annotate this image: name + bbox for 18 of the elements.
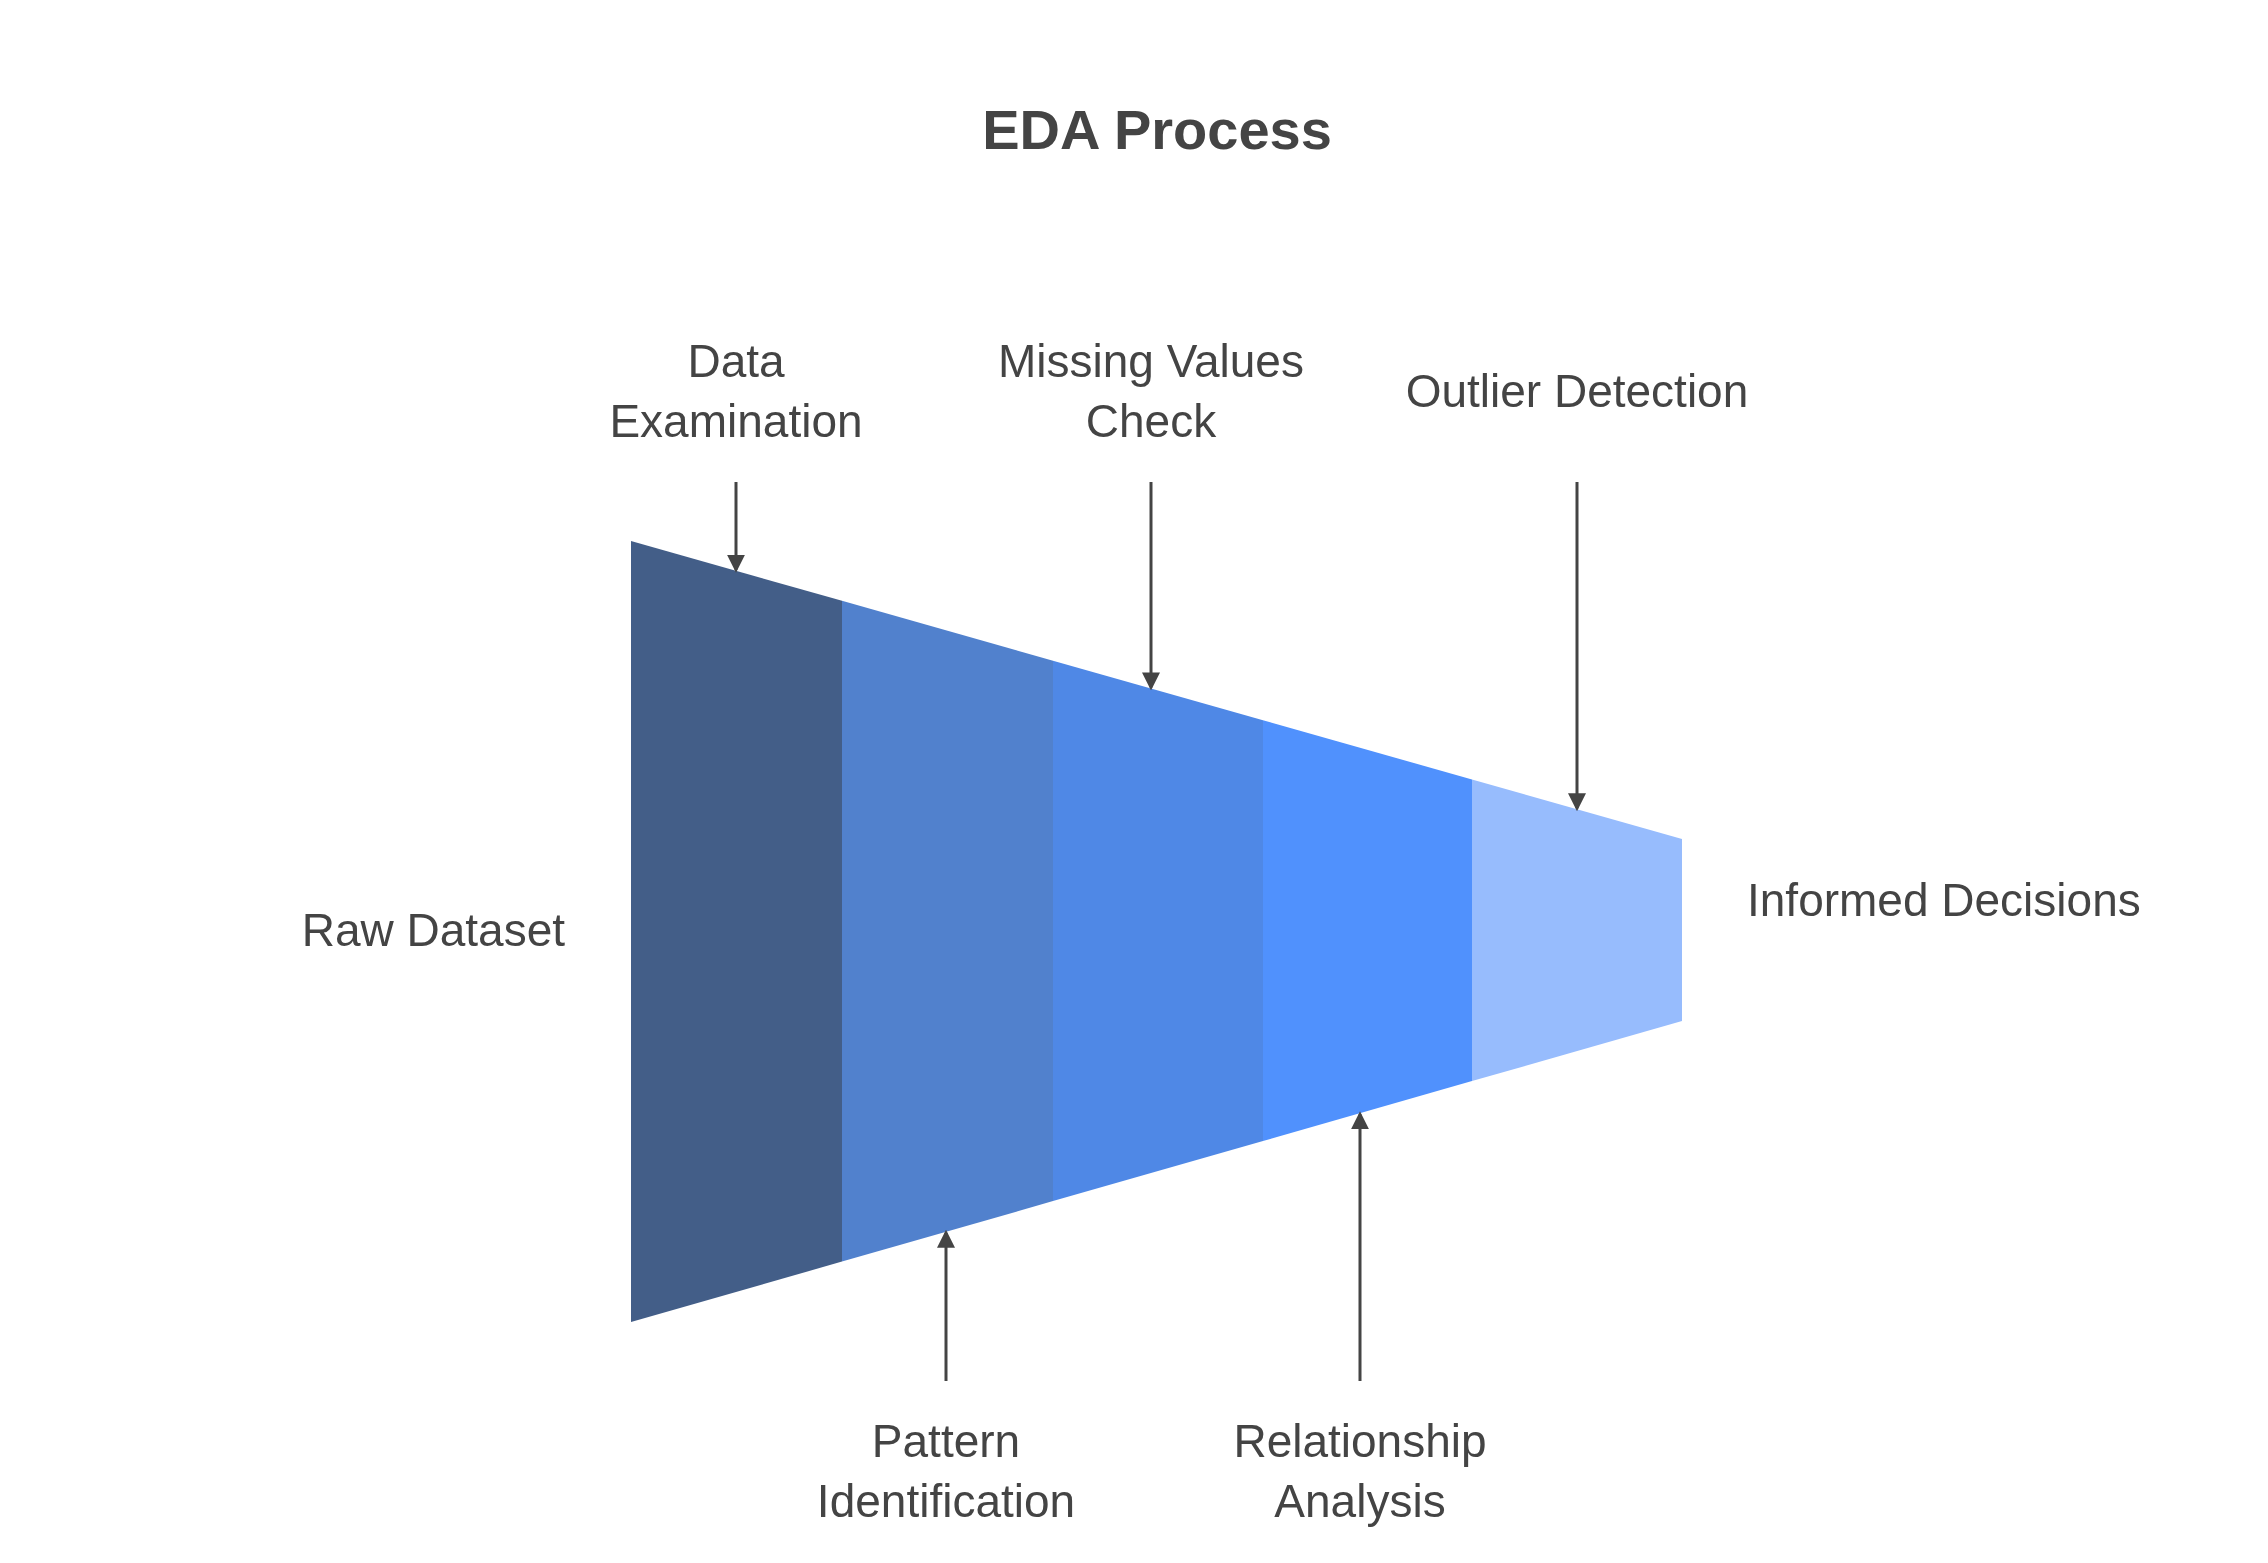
funnel-segment xyxy=(1053,660,1263,1202)
arrow xyxy=(727,482,745,573)
title: EDA Process xyxy=(981,100,1333,160)
funnel-segment xyxy=(842,600,1053,1262)
arrow xyxy=(937,1229,955,1381)
step-label: Outlier Detection xyxy=(1397,326,1757,456)
step-label: Relationship Analysis xyxy=(1180,1406,1540,1536)
funnel-segment xyxy=(631,541,842,1322)
step-label: Missing Values Check xyxy=(971,326,1331,456)
stage-label: Informed Decisions xyxy=(1747,873,2142,928)
arrow xyxy=(1142,482,1160,691)
funnel-segment xyxy=(1263,720,1472,1141)
funnel-segment xyxy=(1472,779,1682,1082)
step-label: Pattern Identification xyxy=(766,1406,1126,1536)
step-label: Data Examination xyxy=(556,326,916,456)
arrow xyxy=(1351,1111,1369,1381)
arrow xyxy=(1568,482,1586,812)
stage-label: Raw Dataset xyxy=(300,903,565,958)
